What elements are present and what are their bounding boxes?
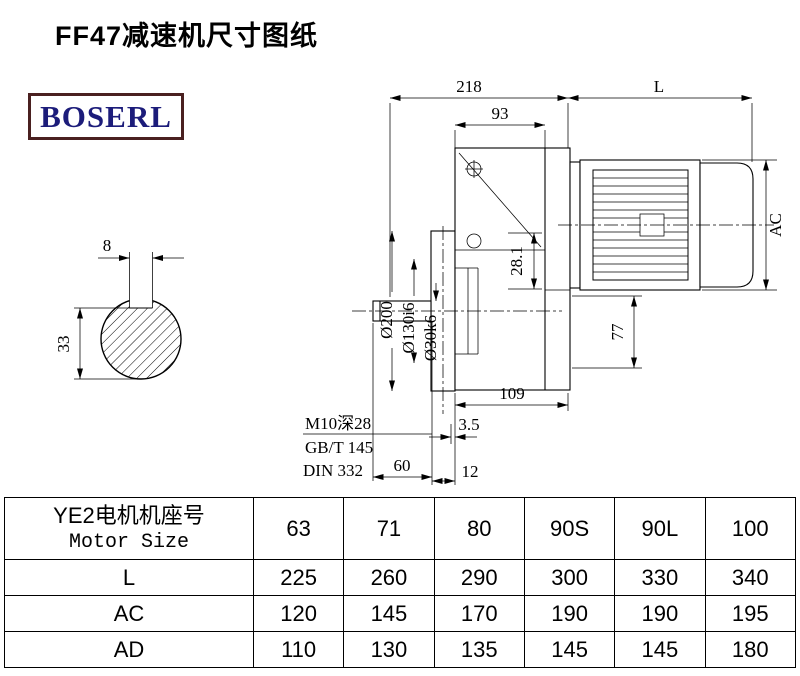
value-cell: 180 (704, 631, 797, 668)
table-header-row: YE2电机机座号 Motor Size 63 71 80 90S 90L 100 (4, 497, 797, 560)
value-cell: 145 (343, 595, 435, 632)
size-header-cell: 71 (343, 497, 435, 560)
din-standard-label: DIN 332 (303, 461, 363, 480)
page-title: FF47减速机尺寸图纸 (55, 21, 319, 51)
shaft-cross-section: 8 33 (54, 236, 184, 380)
top-dimensions: 218 L 93 (389, 77, 753, 297)
size-header-cell: 90S (523, 497, 616, 560)
size-header-cell: 100 (704, 497, 797, 560)
value-cell: 340 (704, 559, 797, 596)
keyway-notch (129, 295, 153, 308)
logo-text: BOSERL (40, 98, 172, 134)
bolt-hole-icon (466, 233, 482, 249)
value-cell: 195 (704, 595, 797, 632)
value-cell: 290 (433, 559, 525, 596)
value-cell: 110 (252, 631, 345, 668)
motor-size-label-en: Motor Size (68, 530, 189, 554)
dimension-table: YE2电机机座号 Motor Size 63 71 80 90S 90L 100… (4, 497, 797, 668)
dim-12-label: 12 (462, 462, 479, 481)
value-cell: 120 (252, 595, 345, 632)
table-row-L: L 225 260 290 300 330 340 (4, 559, 797, 596)
gearbox-housing (352, 147, 571, 414)
row-label-cell: AC (4, 595, 254, 632)
dim-28-1-label: 28.1 (507, 246, 526, 276)
dim-77-label: 77 (608, 323, 627, 341)
dim-33-label: 33 (54, 336, 73, 353)
value-cell: 135 (433, 631, 525, 668)
value-cell: 145 (523, 631, 616, 668)
bottom-dimensions: 109 3.5 60 12 M10深28 GB/T 145 DIN 332 (303, 322, 569, 485)
size-header-cell: 90L (614, 497, 706, 560)
value-cell: 190 (614, 595, 706, 632)
value-cell: 190 (523, 595, 616, 632)
dim-phi200-label: Ø200 (377, 301, 396, 339)
value-cell: 170 (433, 595, 525, 632)
dim-109-label: 109 (499, 384, 525, 403)
technical-drawing: 8 33 218 L 93 (54, 77, 785, 485)
motor-size-label-cn: YE2电机机座号 (53, 502, 205, 528)
value-cell: 225 (252, 559, 345, 596)
dim-60-label: 60 (394, 456, 411, 475)
table-row-AD: AD 110 130 135 145 145 180 (4, 631, 797, 668)
dim-218-label: 218 (456, 77, 482, 96)
value-cell: 300 (523, 559, 616, 596)
value-cell: 260 (343, 559, 435, 596)
thread-callout-label: M10深28 (305, 414, 371, 433)
dim-8-label: 8 (103, 236, 112, 255)
right-dimensions: AC 28.1 77 (507, 159, 785, 369)
value-cell: 330 (614, 559, 706, 596)
shaft-section-circle (100, 298, 182, 380)
dim-phi130-label: Ø130i6 (399, 303, 418, 354)
motor-size-header-cell: YE2电机机座号 Motor Size (4, 497, 254, 560)
table-row-AC: AC 120 145 170 190 190 195 (4, 595, 797, 632)
dim-L-label: L (654, 77, 664, 96)
size-header-cell: 80 (433, 497, 525, 560)
flange-diameter-labels: Ø200 Ø130i6 Ø30k6 (377, 231, 440, 391)
value-cell: 145 (614, 631, 706, 668)
size-header-cell: 63 (252, 497, 345, 560)
value-cell: 130 (343, 631, 435, 668)
dim-3-5-label: 3.5 (458, 415, 479, 434)
dim-93-label: 93 (492, 104, 509, 123)
gbt-standard-label: GB/T 145 (305, 438, 373, 457)
row-label-cell: L (4, 559, 254, 596)
motor (558, 159, 774, 291)
dim-phi30-label: Ø30k6 (421, 315, 440, 361)
row-label-cell: AD (4, 631, 254, 668)
dim-AC-label: AC (766, 213, 785, 237)
boserl-logo: BOSERL (28, 93, 184, 140)
